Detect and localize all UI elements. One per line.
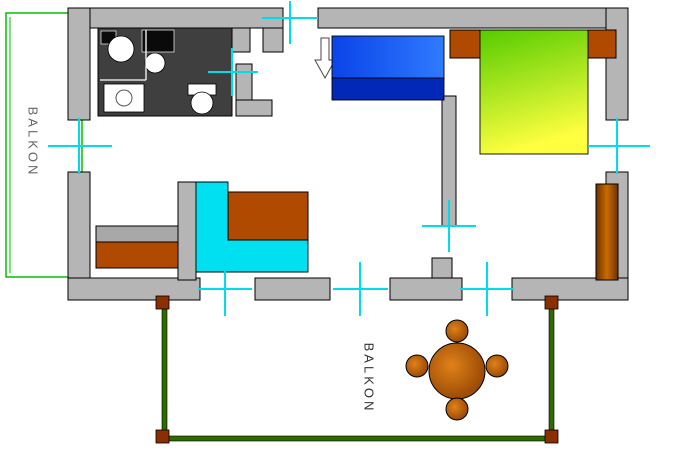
window-marker-left — [48, 118, 112, 174]
walls — [67, 7, 629, 301]
patio-stool — [445, 319, 469, 343]
wall-top-left-stub — [262, 27, 284, 53]
balcony-post — [155, 429, 170, 444]
left-balcony-label: BALKON — [26, 107, 41, 178]
wall-right-upper — [605, 7, 629, 121]
bottom-balcony-label: BALKON — [362, 343, 377, 414]
nightstand-left — [449, 29, 481, 59]
balcony-post — [544, 429, 559, 444]
wall-bath-jamb — [231, 27, 251, 53]
kitchen-table — [227, 191, 309, 241]
door-marker-balcony-3 — [460, 262, 514, 316]
shower-drain-icon — [115, 89, 133, 107]
door-marker-interior — [422, 200, 476, 252]
patio-table — [428, 342, 486, 400]
balcony-rail-left — [161, 301, 168, 439]
counter-top — [95, 225, 179, 243]
bed — [479, 29, 589, 155]
patio-stool — [445, 397, 469, 421]
sink-icon — [107, 35, 135, 63]
nightstand-right — [587, 29, 617, 59]
sofa — [331, 35, 445, 81]
balcony-rail-bottom — [161, 435, 555, 442]
window-marker-right — [588, 118, 650, 174]
wall-bottom-2 — [254, 277, 331, 301]
wall-top-right — [317, 7, 629, 29]
wall-bottom-stub — [431, 257, 453, 279]
patio-stool — [405, 354, 429, 378]
sink-icon — [144, 52, 166, 74]
sofa-seat — [331, 77, 445, 101]
balcony-post — [544, 295, 559, 310]
window-marker-top — [262, 1, 318, 44]
bedroom — [449, 29, 619, 281]
wall-bottom-1 — [67, 277, 201, 301]
bottom-balcony: BALKON — [155, 295, 559, 444]
wall-left-upper — [67, 7, 91, 121]
counter-cabinet — [95, 241, 179, 269]
door-marker-bathroom — [208, 48, 258, 96]
wall-bath-l-horizontal — [235, 99, 273, 117]
wall-top-left — [67, 7, 284, 29]
kitchen — [95, 181, 309, 273]
window-door-markers — [48, 1, 650, 316]
door-marker-balcony-1 — [198, 262, 252, 316]
door-marker-balcony-2 — [333, 262, 388, 316]
patio-stool — [485, 354, 509, 378]
balcony-post — [155, 295, 170, 310]
wall-bottom-3 — [389, 277, 463, 301]
washer-icon — [141, 29, 175, 53]
toilet-bowl-icon — [190, 91, 214, 115]
door-arrow-icon — [314, 37, 336, 80]
wall-kitchen — [177, 181, 197, 281]
balcony-rail-right — [548, 301, 555, 439]
wardrobe — [595, 183, 619, 281]
living-room — [314, 35, 445, 101]
wall-bottom-4 — [511, 277, 629, 301]
